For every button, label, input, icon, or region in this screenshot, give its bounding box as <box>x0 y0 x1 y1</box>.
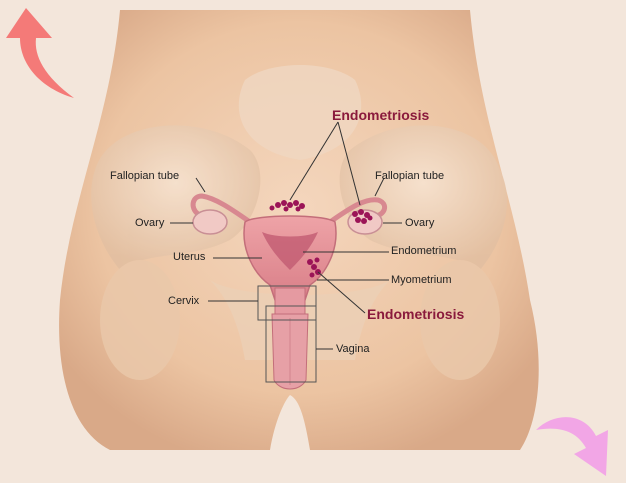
label-cervix: Cervix <box>168 296 199 307</box>
label-ovary-right: Ovary <box>405 218 434 229</box>
cervix <box>275 288 305 316</box>
label-endometriosis-top: Endometriosis <box>332 108 429 122</box>
label-myometrium: Myometrium <box>391 275 452 286</box>
label-vagina: Vagina <box>336 344 369 355</box>
label-ovary-left: Ovary <box>135 218 164 229</box>
label-endometriosis-right: Endometriosis <box>367 307 464 321</box>
curved-arrow-up-left-icon[interactable] <box>4 6 80 102</box>
label-fallopian-tube-left: Fallopian tube <box>110 171 179 182</box>
label-uterus: Uterus <box>173 252 205 263</box>
label-fallopian-tube-right: Fallopian tube <box>375 171 444 182</box>
label-endometrium: Endometrium <box>391 246 456 257</box>
curved-arrow-down-right-icon[interactable] <box>534 410 622 480</box>
ovary-left <box>193 210 227 234</box>
